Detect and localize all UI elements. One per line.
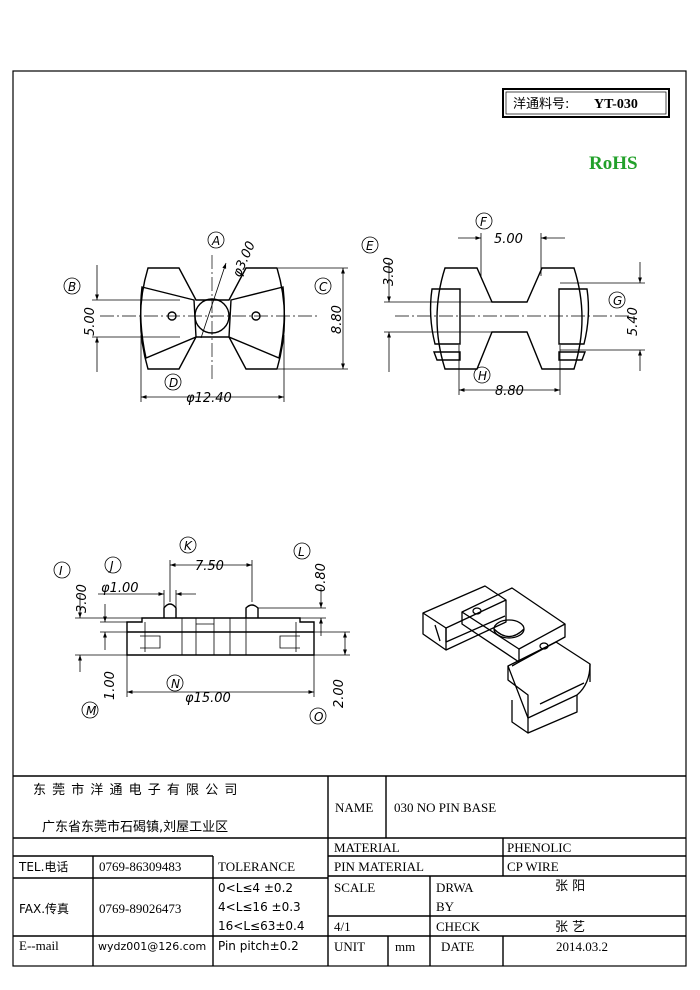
svg-text:K: K [184,539,193,553]
isometric-view [422,585,591,734]
dim-o-value: 2.00 [332,679,347,708]
callout-c [314,277,332,295]
tolerance-label: TOLERANCE [218,859,295,874]
drawn-label-line2: BY [436,899,455,914]
callout-f [475,212,493,230]
callout-n [166,674,184,692]
callout-b [63,277,81,295]
name-label: NAME [335,800,373,815]
svg-text:E: E [366,239,374,253]
checked-by: 张 艺 [555,920,585,935]
svg-text:I: I [59,564,63,578]
svg-text:F: F [480,215,488,229]
callout-e [361,236,379,254]
tolerance-row-3: 16<L≤63±0.4 [218,919,304,933]
svg-text:L: L [298,545,305,559]
svg-text:N: N [171,677,180,691]
company-address: 广东省东莞市石碣镇,刘屋工业区 [42,819,228,835]
dim-m-value: 1.00 [103,671,118,700]
dim-f-value: 5.00 [494,232,523,247]
callout-o [309,707,327,725]
svg-text:J: J [108,559,114,573]
title-block: 东 莞 市 洋 通 电 子 有 限 公 司 广东省东莞市石碣镇,刘屋工业区 NA… [13,775,686,966]
dim-h-value: 8.80 [495,384,524,399]
name-value: 030 NO PIN BASE [394,800,496,815]
tolerance-row-2: 4<L≤16 ±0.3 [218,900,301,914]
callout-d [164,373,182,391]
dim-n-value: φ15.00 [185,691,231,706]
company-name: 东 莞 市 洋 通 电 子 有 限 公 司 [33,782,238,798]
svg-text:B: B [68,280,76,294]
dim-l-value: 0.80 [314,563,329,592]
email-label: E--mail [19,938,59,953]
scale-label: SCALE [334,880,375,895]
bottom-view: E 3.00 F 5.00 G 5.40 H 8.80 [361,212,645,399]
fax-value: 0769-89026473 [99,901,181,916]
part-number-box: 洋通料号: YT-030 [502,88,670,118]
callout-m [81,701,99,719]
tel-label: TEL.电话 [18,860,68,874]
check-label: CHECK [436,919,481,934]
material-value: PHENOLIC [507,840,571,855]
dim-g-value: 5.40 [626,307,641,336]
top-view: A φ3.00 B 5.00 C 8.80 D φ12.40 [63,231,348,406]
dim-e-value: 3.00 [382,257,397,286]
material-label: MATERIAL [334,840,400,855]
pin-material-value: CP WIRE [507,859,559,874]
callout-k [179,536,197,554]
callout-a [207,231,225,249]
tolerance-row-4: Pin pitch±0.2 [218,939,299,953]
svg-text:G: G [613,294,622,308]
tel-value: 0769-86309483 [99,859,181,874]
dim-k-value: 7.50 [195,559,224,574]
callout-i [53,561,71,579]
unit-label: UNIT [334,939,365,954]
svg-text:M: M [86,704,97,718]
callout-h [473,366,491,384]
fax-label: FAX.传真 [19,901,69,916]
svg-text:A: A [211,234,220,248]
email-value: wydz001@126.com [98,940,206,953]
dim-b-value: 5.00 [83,307,98,336]
part-number-label: 洋通料号: [513,97,569,112]
date-value: 2014.03.2 [556,939,608,954]
dim-a-value: φ3.00 [230,239,259,279]
svg-text:O: O [314,710,323,724]
date-label: DATE [441,939,474,954]
drawn-by: 张 阳 [555,879,585,894]
drawn-label-line1: DRWA [436,880,474,895]
tolerance-row-1: 0<L≤4 ±0.2 [218,881,293,895]
svg-text:C: C [319,280,328,294]
drawing-frame [12,70,687,967]
callout-l [293,542,311,560]
pin-material-label: PIN MATERIAL [334,859,424,874]
part-number: YT-030 [594,97,638,112]
svg-text:H: H [478,369,487,383]
callout-g [608,291,626,309]
scale-value: 4/1 [334,919,351,934]
unit-value: mm [395,939,415,954]
svg-text:D: D [169,376,178,390]
rohs-mark: RoHS [589,153,638,174]
dim-c-value: 8.80 [330,305,345,334]
side-view: I 3.00 J φ1.00 K 7.50 L 0.80 M 1.00 [53,536,350,725]
dim-i-value: 3.00 [75,584,90,613]
callout-j [104,556,122,574]
dim-j-value: φ1.00 [101,581,139,596]
dim-d-value: φ12.40 [186,391,232,406]
